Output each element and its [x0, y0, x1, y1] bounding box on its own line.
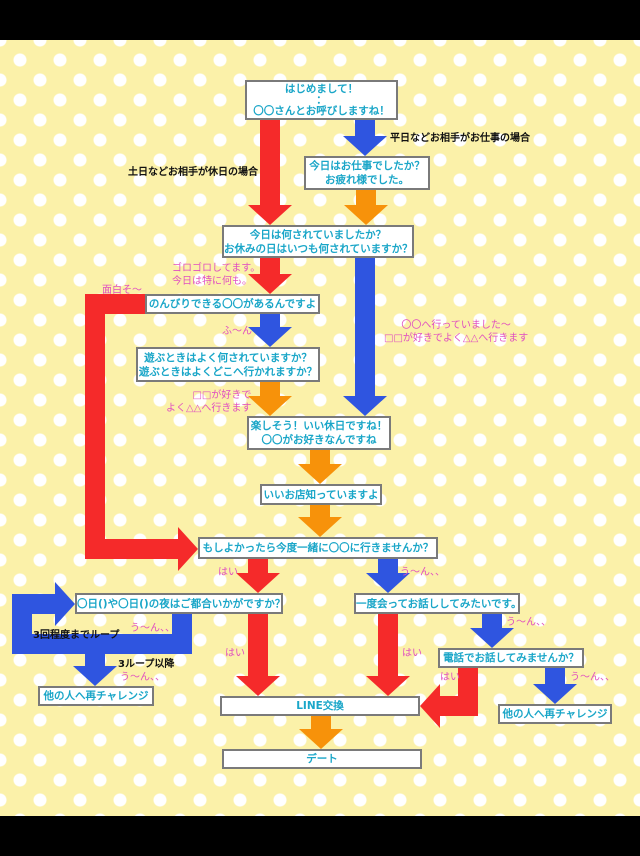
arrow-head-4 [343, 396, 387, 416]
box-meet: 一度会ってお話ししてみたいです。 [354, 593, 521, 614]
box-date: デート [222, 749, 422, 769]
arrow-head-13 [73, 666, 117, 686]
arrow-head-3 [248, 274, 292, 294]
label-no-loop: う～ん、、 [130, 623, 175, 634]
label-no-phone: う～ん、、 [570, 672, 615, 683]
arrow-head-6 [248, 396, 292, 416]
label-weekend: 土日などお相手が休日の場合 [128, 167, 258, 178]
box-line: LINE交換 [220, 696, 420, 716]
box-phone: 電話でお話してみませんか？ [438, 648, 584, 668]
label-yes4: はい [440, 672, 460, 683]
arrow-head-17 [420, 684, 440, 728]
arrow-head-0 [248, 205, 292, 225]
label-loop: 3回程度までループ [33, 630, 120, 641]
arrow-head-7 [298, 464, 342, 484]
box-invite: もしよかったら今度一緒に〇〇に行きませんか？ [198, 537, 438, 559]
box-retry-right: 他の人へ再チャレンジ [498, 704, 612, 724]
label-yes1: はい [218, 567, 238, 578]
arrow-head-11 [366, 573, 410, 593]
arrow-head-10 [236, 573, 280, 593]
arrow-head-19 [299, 729, 343, 749]
arrow-head-9 [178, 527, 198, 571]
label-interesting: 面白そ～ [102, 285, 142, 296]
arrow-shaft-17 [440, 668, 478, 716]
box-today: 今日は何されていましたか？お休みの日はいつも何されていますか？ [222, 225, 414, 258]
box-shop: いいお店知っていますよ [260, 484, 382, 505]
arrow-head-16 [470, 628, 514, 648]
arrow-head-1 [343, 136, 387, 156]
arrows [12, 120, 577, 749]
arrow-head-2 [344, 205, 388, 225]
box-play: 遊ぶときはよく何されていますか？遊ぶときはよくどこへ行かれますか？ [136, 347, 320, 382]
flowchart: はじめまして！：〇〇さんとお呼びしますね！ 今日はお仕事でしたか？お疲れ様でした… [0, 40, 640, 816]
label-after-loop: 3ループ以降 [118, 659, 175, 670]
label-weekday: 平日などお相手がお仕事の場合 [390, 133, 530, 144]
label-went: 〇〇へ行っていました～□□が好きでよく△△へ行きます [384, 320, 529, 344]
label-no-after: う～ん、、 [120, 672, 165, 683]
label-hmm: ふ～ん [222, 326, 252, 337]
label-likes: □□が好きでよく△△へ行きます [166, 390, 252, 414]
box-work: 今日はお仕事でしたか？お疲れ様でした。 [304, 156, 430, 190]
label-yes3: はい [402, 648, 422, 659]
arrow-shaft-12 [12, 594, 192, 654]
box-relax: のんびりできる〇〇があるんですよ [145, 294, 320, 314]
box-fun: 楽しそう！いい休日ですね！〇〇がお好きなんですね [247, 416, 391, 450]
label-no1: う～ん、、 [400, 567, 445, 578]
arrow-head-12 [55, 582, 75, 626]
arrow-head-18 [533, 684, 577, 704]
box-schedule: 〇日()や〇日()の夜はご都合いかがですか？ [75, 593, 285, 614]
box-retry-left: 他の人へ再チャレンジ [38, 686, 154, 706]
arrow-head-5 [248, 327, 292, 347]
arrow-head-15 [366, 676, 410, 696]
label-no-meet: う～ん、、 [506, 617, 551, 628]
label-lazy: ゴロゴロしてます。今日は特に何も。 [172, 263, 261, 287]
arrow-shaft-9 [85, 294, 178, 559]
label-yes2: はい [225, 648, 245, 659]
arrow-head-8 [298, 517, 342, 537]
box-start: はじめまして！：〇〇さんとお呼びしますね！ [245, 80, 398, 120]
arrow-head-14 [236, 676, 280, 696]
